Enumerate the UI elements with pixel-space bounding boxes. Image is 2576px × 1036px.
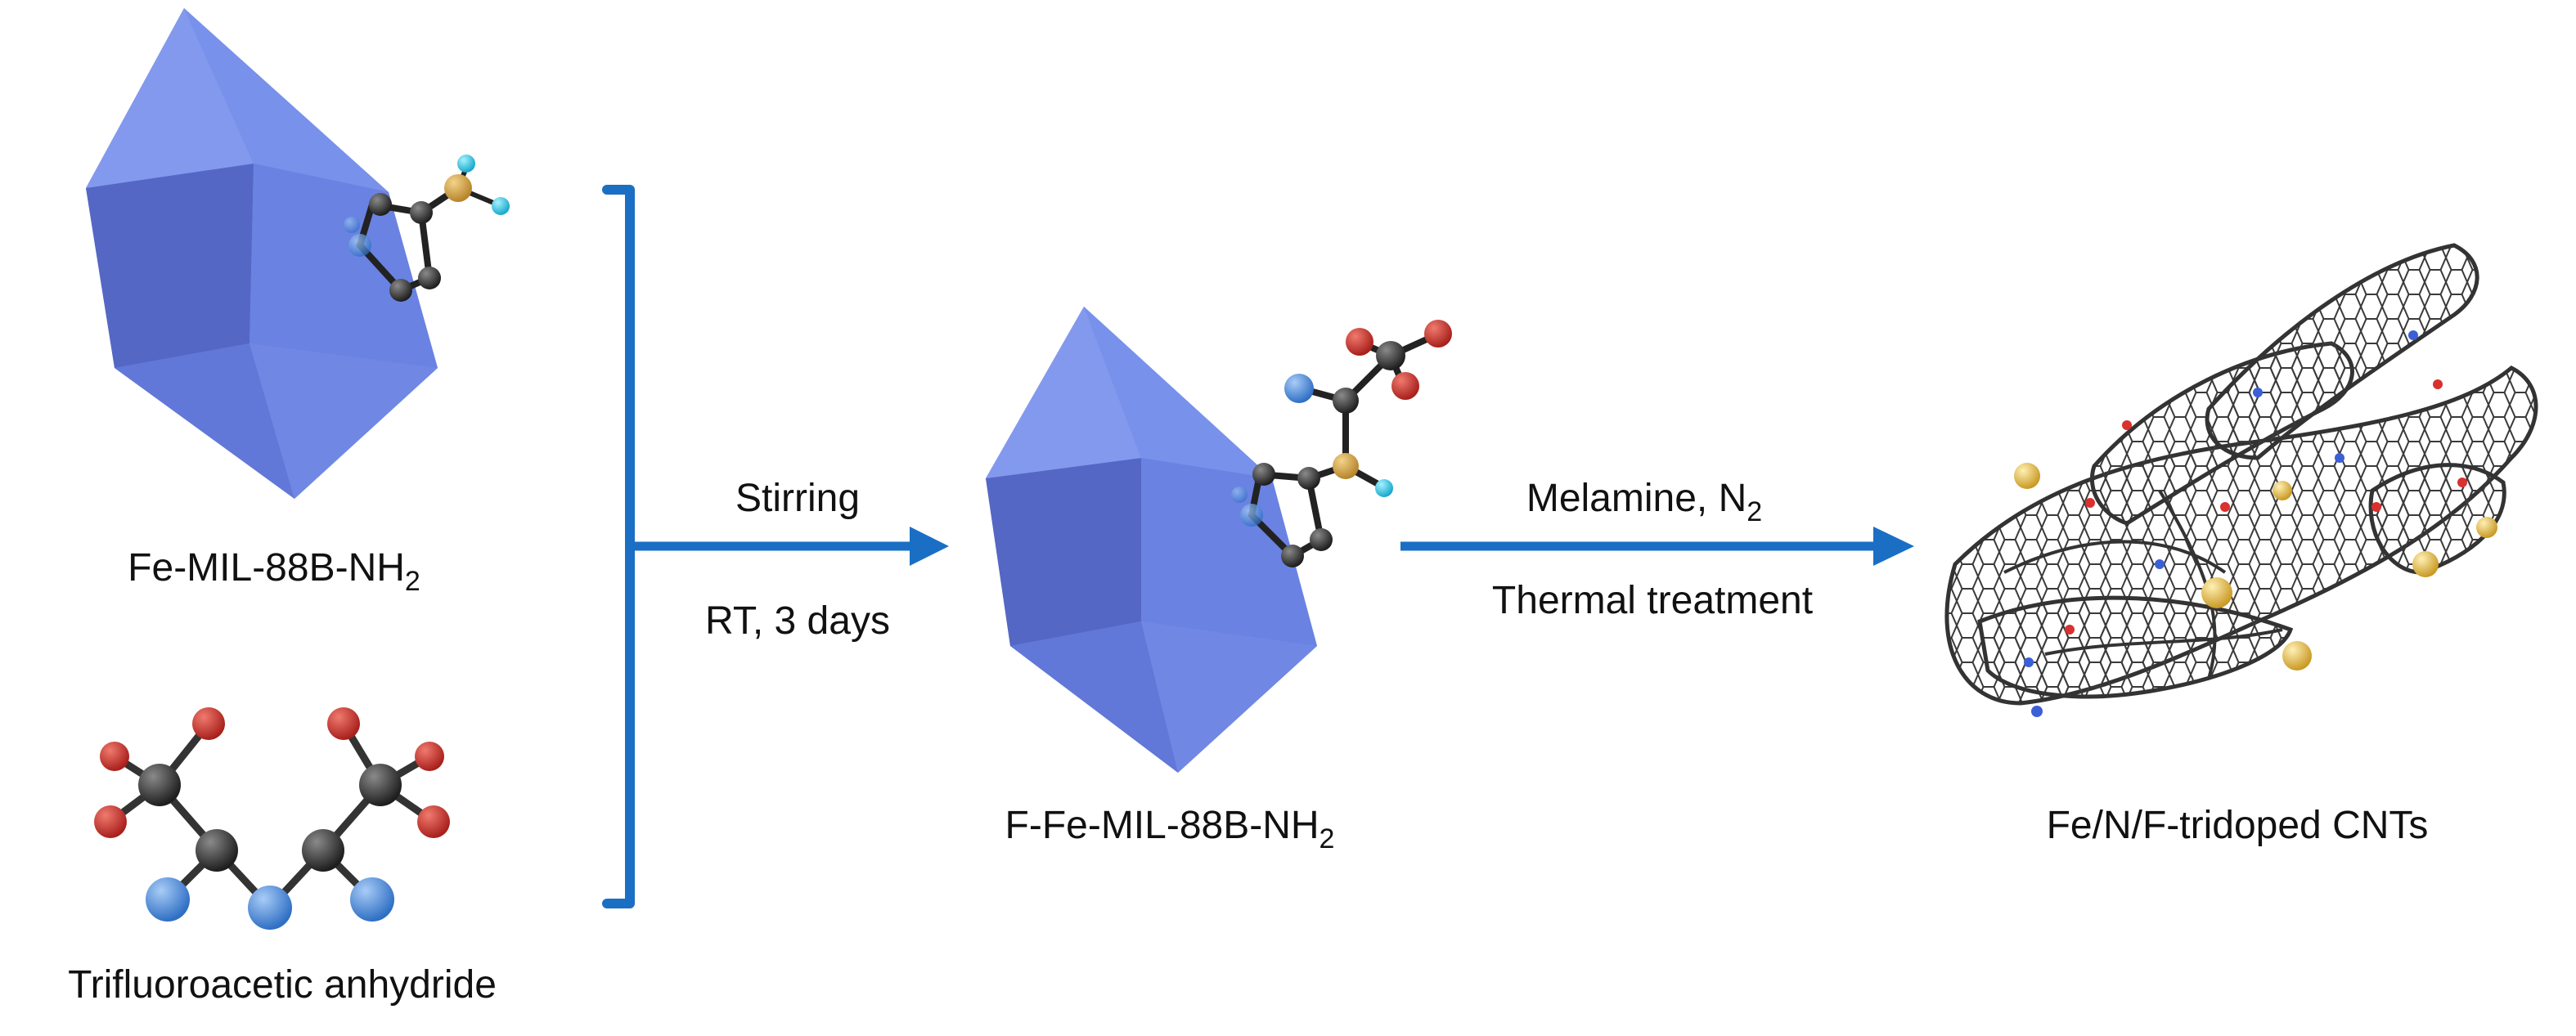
anhydride-molecule [94, 707, 450, 930]
octahedron-mof-1 [86, 8, 438, 499]
combine-bracket [602, 185, 635, 908]
octahedron-mof-2 [986, 307, 1317, 773]
arrow-step-2 [1400, 527, 1914, 566]
step2-condition-line2: Thermal treatment [1492, 579, 1813, 622]
label-mof-fluorinated: F-Fe-MIL-88B-NH2 [1005, 804, 1335, 854]
arrow-step-1 [630, 527, 949, 566]
label-anhydride: Trifluoroacetic anhydride [68, 963, 497, 1007]
carbon-nanotube-network [1944, 243, 2538, 717]
step1-condition-line1: Stirring [735, 477, 860, 520]
label-product: Fe/N/F-tridoped CNTs [2047, 804, 2429, 847]
amine-linker-molecule-1 [344, 155, 510, 302]
step1-condition-line2: RT, 3 days [705, 599, 890, 643]
step2-condition-line1: Melamine, N2 [1526, 477, 1762, 527]
label-mof-precursor: Fe-MIL-88B-NH2 [128, 546, 420, 597]
trifluoroacetamide-linker-molecule [1231, 320, 1452, 567]
